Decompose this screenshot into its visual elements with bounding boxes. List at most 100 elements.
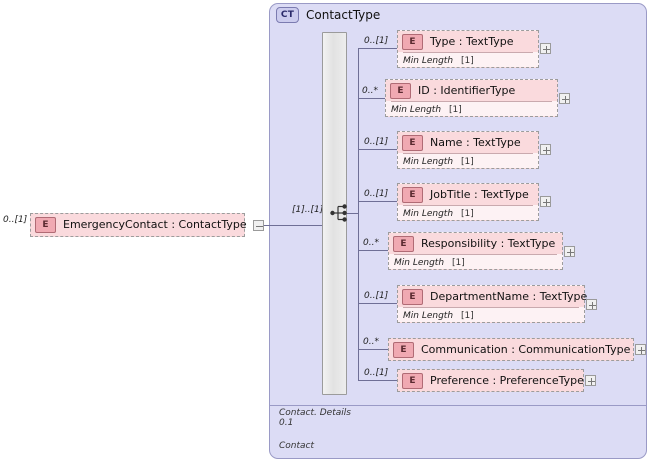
element-separator [391,101,552,102]
complex-type-header: CT ContactType [276,7,380,23]
connector-child-8 [358,380,397,381]
expand-toggle-responsibility[interactable] [564,246,575,257]
element-facet-id: Min Length [1] [386,102,557,118]
connector-child-3 [358,149,397,150]
connector-compositor-stub [347,213,358,214]
facet-cardinality: [1] [461,209,474,219]
element-badge-icon: E [402,288,423,305]
element-badge-icon: E [402,134,423,151]
element-separator [403,307,579,308]
connector-child-7 [358,349,388,350]
facet-label: Min Length [391,105,442,115]
facet-label: Min Length [403,209,454,219]
expand-toggle-departmentname[interactable] [586,299,597,310]
element-row-name: E Name : TextType [398,132,538,153]
facet-cardinality: [1] [449,105,462,115]
element-badge-icon: E [390,82,411,99]
element-facet-jobtitle: Min Length [1] [398,206,538,222]
element-separator [403,52,533,53]
facet-label: Min Length [403,311,454,321]
connector-child-6 [358,303,397,304]
element-box-preference[interactable]: E Preference : PreferenceType [397,369,584,392]
facet-label: Min Length [403,56,454,66]
root-element-label: EmergencyContact : ContactType [63,218,247,231]
complex-type-badge: CT [276,7,299,23]
facet-label: Min Length [394,258,445,268]
element-facet-responsibility: Min Length [1] [389,255,562,271]
complex-type-title: ContactType [306,8,381,22]
element-label-responsibility: Responsibility : TextType [421,237,556,250]
element-row-type: E Type : TextType [398,31,538,52]
documentation-line-1: Contact. Details [279,408,351,418]
element-row-responsibility: E Responsibility : TextType [389,233,562,254]
connector-child-2 [358,98,385,99]
facet-cardinality: [1] [461,311,474,321]
element-label-preference: Preference : PreferenceType [430,374,584,387]
expand-toggle-id[interactable] [559,93,570,104]
facet-label: Min Length [403,157,454,167]
expand-toggle-communication[interactable] [635,344,646,355]
expand-toggle-type[interactable] [540,43,551,54]
connector-child-5 [358,250,388,251]
expand-toggle-preference[interactable] [585,375,596,386]
root-element-collapse-toggle[interactable] [253,220,264,231]
element-row-id: E ID : IdentifierType [386,80,557,101]
facet-cardinality: [1] [452,258,465,268]
documentation-line-3: Contact [279,441,315,451]
element-badge-icon: E [35,216,56,233]
facet-cardinality: [1] [461,56,474,66]
element-separator [403,153,533,154]
element-label-type: Type : TextType [430,35,514,48]
element-facet-departmentname: Min Length [1] [398,308,584,324]
root-occurrence-label: 0..[1] [3,215,28,225]
element-box-communication[interactable]: E Communication : CommunicationType [388,338,634,361]
element-row-jobtitle: E JobTitle : TextType [398,184,538,205]
element-separator [403,205,533,206]
element-label-id: ID : IdentifierType [418,84,516,97]
element-facet-type: Min Length [1] [398,53,538,69]
element-box-responsibility[interactable]: E Responsibility : TextType Min Length [… [388,232,563,270]
facet-cardinality: [1] [461,157,474,167]
element-separator [394,254,557,255]
element-badge-icon: E [402,33,423,50]
connector-type-to-compositor [270,225,322,226]
compositor-occurrence-label: [1]..[1] [292,205,324,215]
element-label-name: Name : TextType [430,136,521,149]
element-label-communication: Communication : CommunicationType [421,343,631,356]
element-box-type[interactable]: E Type : TextType Min Length [1] [397,30,539,68]
element-badge-icon: E [393,341,414,358]
expand-toggle-name[interactable] [540,144,551,155]
element-row-communication: E Communication : CommunicationType [389,339,633,360]
element-badge-icon: E [393,235,414,252]
occurrence-label-jobtitle: 0..[1] [364,189,389,199]
documentation-line-2: 0.1 [279,418,294,428]
occurrence-label-preference: 0..[1] [364,368,389,378]
element-badge-icon: E [402,372,423,389]
element-box-name[interactable]: E Name : TextType Min Length [1] [397,131,539,169]
occurrence-label-departmentname: 0..[1] [364,291,389,301]
occurrence-label-responsibility: 0..* [363,238,379,248]
connector-child-4 [358,201,397,202]
root-element-emergency-contact[interactable]: E EmergencyContact : ContactType [30,213,247,237]
occurrence-label-communication: 0..* [363,337,379,347]
expand-toggle-jobtitle[interactable] [540,196,551,207]
occurrence-label-id: 0..* [362,86,378,96]
element-row-preference: E Preference : PreferenceType [398,370,584,391]
root-element-row: E EmergencyContact : ContactType [31,214,247,235]
element-label-departmentname: DepartmentName : TextType [430,290,588,303]
occurrence-label-type: 0..[1] [364,36,389,46]
element-box-departmentname[interactable]: E DepartmentName : TextType Min Length [… [397,285,588,324]
connector-root-to-type [264,225,270,226]
documentation-text: Contact. Details 0.1 [279,408,351,428]
element-row-departmentname: E DepartmentName : TextType [398,286,588,307]
connector-child-1 [358,48,397,49]
occurrence-label-name: 0..[1] [364,137,389,147]
element-box-jobtitle[interactable]: E JobTitle : TextType Min Length [1] [397,183,539,221]
connector-trunk [358,48,359,380]
element-facet-name: Min Length [1] [398,154,538,170]
element-box-id[interactable]: E ID : IdentifierType Min Length [1] [385,79,558,117]
element-badge-icon: E [402,186,423,203]
element-label-jobtitle: JobTitle : TextType [430,188,529,201]
sequence-icon [330,203,352,223]
